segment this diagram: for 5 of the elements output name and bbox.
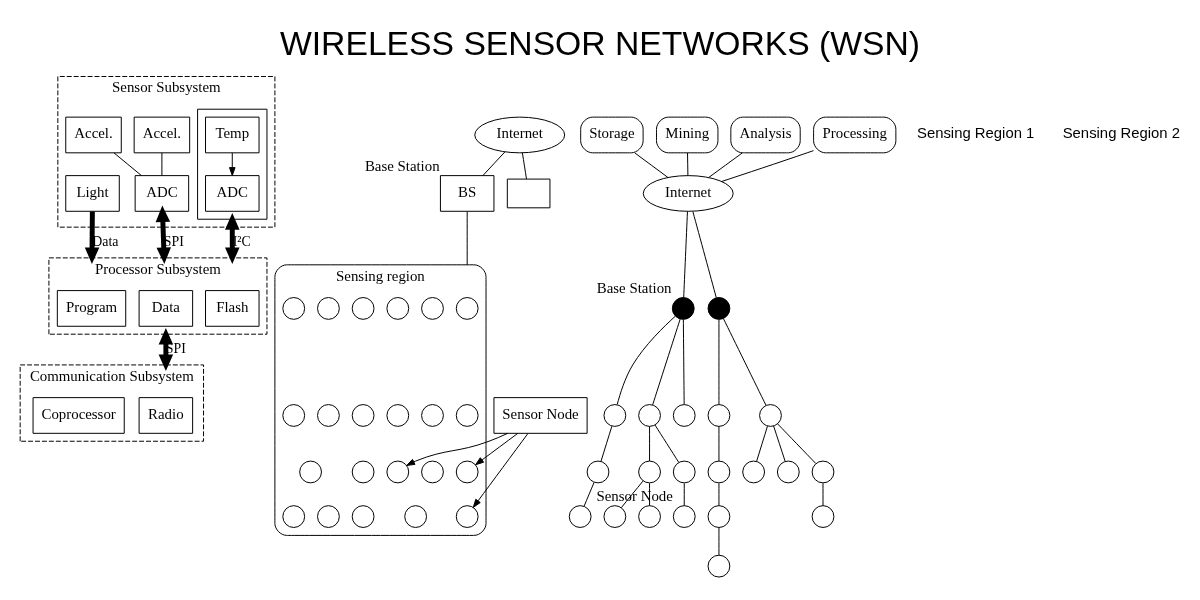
node-label: Base Station bbox=[596, 279, 672, 296]
label: Sensing Region 1 bbox=[917, 124, 1035, 141]
diagram-title: WIRELESS SENSOR NETWORKS (WSN) bbox=[279, 24, 921, 62]
label: Sensing Region 2 bbox=[1062, 124, 1181, 141]
node-label: Base Station bbox=[364, 157, 440, 174]
